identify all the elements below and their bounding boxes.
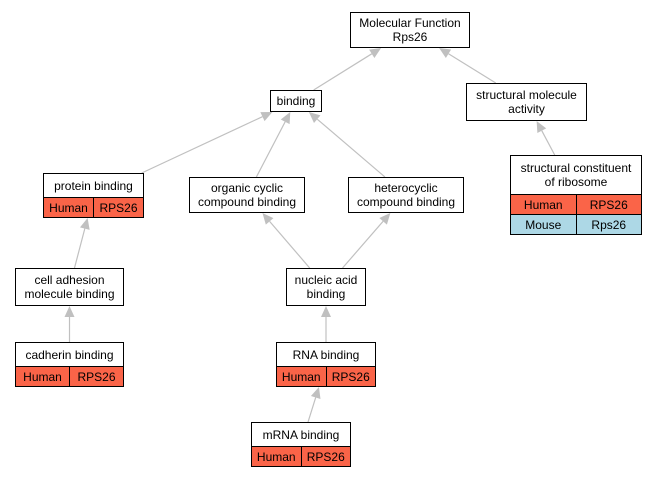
node-label-line: structural molecule [476,88,577,102]
node-label: RNA binding [277,343,375,366]
node-rna-binding[interactable]: RNA binding Human RPS26 [276,342,376,387]
gene-cell: Rps26 [575,215,642,234]
node-label-line: compound binding [356,195,456,209]
species-cell: Mouse [525,217,562,232]
edge-binding-to-mf [313,53,373,91]
edge-organic-to-binding [255,121,286,178]
node-label: cell adhesion molecule binding [16,269,123,305]
node-label: structural constituent of ribosome [511,156,641,194]
gene-row-human: Human RPS26 [277,366,375,386]
species-cell: Human [523,197,563,212]
edge-arrowhead [536,121,547,134]
edge-nucleic-to-organic [269,220,311,269]
species-cell: Human [256,449,296,464]
gene-row-human: Human RPS26 [252,446,350,466]
edge-arrowhead [260,112,273,122]
node-label: mRNA binding [252,423,350,446]
species-cell: Human [281,369,321,384]
node-label-line: cadherin binding [25,347,114,362]
edge-arrowhead [379,213,391,225]
edge-arrowhead [321,306,331,317]
node-binding[interactable]: binding [270,90,322,112]
node-label: nucleic acid binding [287,269,365,305]
node-molecular-function[interactable]: Molecular Function Rps26 [350,12,470,48]
species-cell: Human [23,369,62,384]
gene-row-human: Human RPS26 [16,366,123,386]
edge-arrowhead [369,48,382,59]
gene-cell: RPS26 [93,198,143,217]
edge-cell_adhesion-to-protein_binding [73,228,86,269]
node-label-line: cell adhesion [34,273,105,287]
node-label-line: binding [306,287,346,301]
node-label: binding [271,91,321,111]
node-structural-constituent-of-ribosome[interactable]: structural constituent of ribosome Human… [510,155,642,235]
node-protein-binding[interactable]: protein binding Human RPS26 [43,173,144,218]
node-label: Molecular Function Rps26 [351,13,469,47]
edge-mrna-to-rna [307,397,317,423]
node-label-line: heterocyclic [374,181,438,195]
gene-cell: RPS26 [575,195,642,214]
node-label-line: molecule binding [24,287,115,301]
node-cell-adhesion-molecule-binding[interactable]: cell adhesion molecule binding [15,268,124,306]
edge-arrowhead [64,306,75,317]
node-label-line: mRNA binding [262,427,340,442]
edge-structural_activity-to-mf [448,53,497,84]
node-label-line: Rps26 [392,30,428,44]
node-label-line: structural constituent [520,161,632,175]
edge-nucleic-to-heterocyclic [342,220,384,269]
node-label-line: compound binding [197,195,297,209]
gene-row-human: Human RPS26 [44,197,143,217]
node-organic-cyclic-compound-binding[interactable]: organic cyclic compound binding [189,177,305,213]
node-structural-molecule-activity[interactable]: structural molecule activity [466,83,587,121]
node-cadherin-binding[interactable]: cadherin binding Human RPS26 [15,342,124,387]
node-label-line: Molecular Function [359,16,461,30]
node-label: organic cyclic compound binding [190,178,304,212]
edge-ribosome-to-structural_activity [541,130,556,156]
edge-arrowhead [439,48,452,59]
edge-arrowhead [280,112,291,125]
species-cell: Human [49,200,88,215]
node-label-line: activity [508,102,545,116]
node-label-line: nucleic acid [294,273,358,287]
node-label-line: of ribosome [544,175,608,189]
gene-cell: RPS26 [69,367,123,386]
node-label-line: organic cyclic [210,181,284,195]
node-label-line: binding [276,94,316,108]
edge-arrowhead [79,218,90,230]
node-label-line: RNA binding [292,347,360,362]
node-label-line: protein binding [54,178,133,193]
gene-cell: RPS26 [300,447,351,466]
node-heterocyclic-compound-binding[interactable]: heterocyclic compound binding [348,177,464,213]
node-label: cadherin binding [16,343,123,366]
node-label: structural molecule activity [467,84,586,120]
edge-heterocyclic-to-binding [316,118,386,178]
gene-cell: RPS26 [325,367,376,386]
edge-arrowhead [308,112,321,123]
node-label: protein binding [44,174,143,197]
edge-protein_binding-to-binding [141,116,263,174]
gene-row-mouse: Mouse Rps26 [511,214,641,234]
gene-row-human: Human RPS26 [511,194,641,214]
edge-arrowhead [262,213,274,225]
edge-arrowhead [310,387,321,399]
node-label: heterocyclic compound binding [349,178,463,212]
node-mrna-binding[interactable]: mRNA binding Human RPS26 [251,422,351,467]
node-nucleic-acid-binding[interactable]: nucleic acid binding [286,268,366,306]
